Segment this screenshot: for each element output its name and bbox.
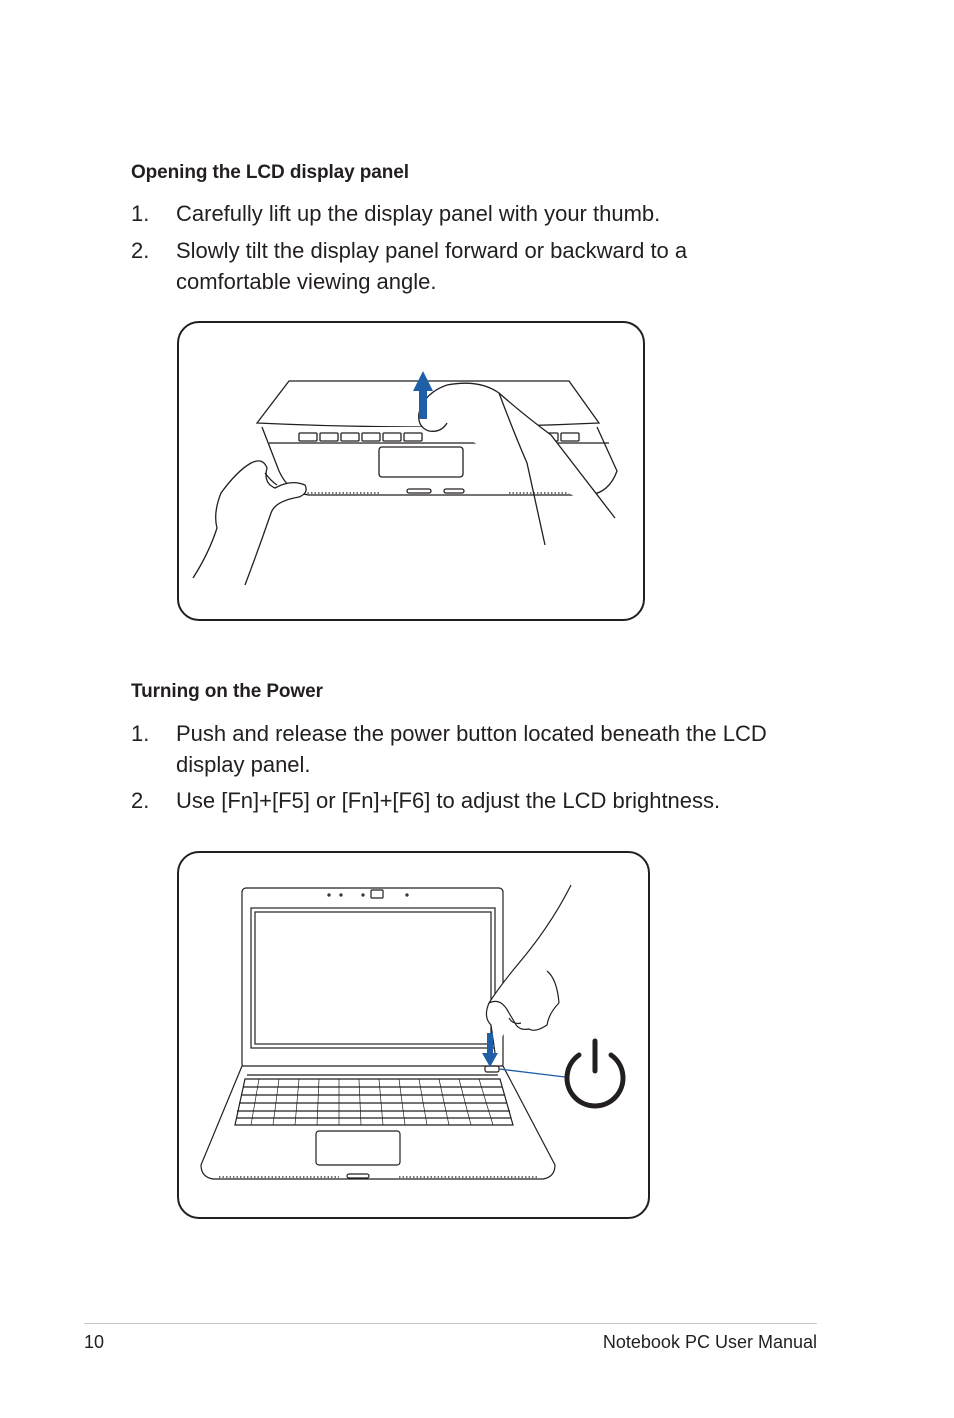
step-number: 1. bbox=[131, 201, 150, 226]
illustration-opening-lcd bbox=[192, 371, 618, 586]
page-number: 10 bbox=[84, 1332, 105, 1352]
step-number: 1. bbox=[131, 721, 150, 746]
callout-line bbox=[498, 1068, 566, 1078]
step-number: 2. bbox=[131, 238, 150, 263]
section-title-opening-lcd: Opening the LCD display panel bbox=[131, 162, 409, 183]
figure-opening-lcd bbox=[177, 321, 645, 621]
section-title-turning-on-power: Turning on the Power bbox=[131, 681, 323, 702]
down-arrow-icon bbox=[482, 1033, 498, 1067]
list-item: 1. Push and release the power button loc… bbox=[131, 718, 811, 780]
power-icon bbox=[564, 1038, 626, 1109]
up-arrow-icon bbox=[413, 371, 433, 419]
list-item: 2. Use [Fn]+[F5] or [Fn]+[F6] to adjust … bbox=[131, 785, 811, 816]
figure-turning-on-power bbox=[177, 851, 650, 1219]
illustration-turning-on-power bbox=[200, 884, 626, 1180]
step-number: 2. bbox=[131, 788, 150, 813]
step-text: Push and release the power button locate… bbox=[176, 721, 767, 777]
step-text: Slowly tilt the display panel forward or… bbox=[176, 238, 688, 294]
footer-divider bbox=[84, 1323, 817, 1324]
list-item: 1. Carefully lift up the display panel w… bbox=[131, 198, 811, 229]
list-item: 2. Slowly tilt the display panel forward… bbox=[131, 235, 751, 297]
step-text: Carefully lift up the display panel with… bbox=[176, 201, 661, 226]
running-title: Notebook PC User Manual bbox=[602, 1332, 817, 1352]
step-text: Use [Fn]+[F5] or [Fn]+[F6] to adjust the… bbox=[176, 788, 721, 813]
